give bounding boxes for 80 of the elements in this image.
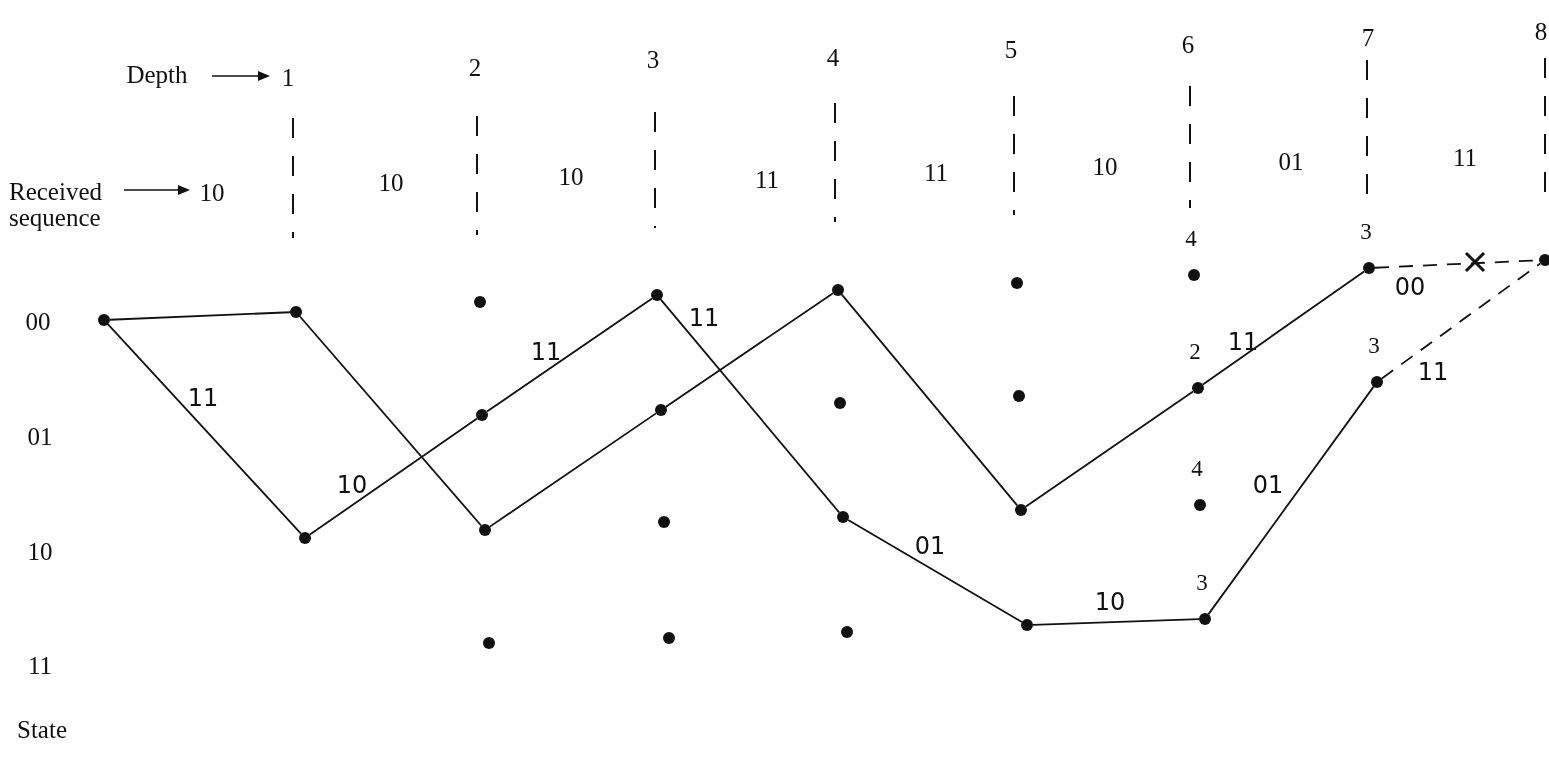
trellis-dot <box>290 306 302 318</box>
trellis-dot <box>1199 613 1211 625</box>
trellis-dot <box>837 511 849 523</box>
trellis-dot <box>479 524 491 536</box>
edge-label: 11 <box>688 304 720 332</box>
trellis-branch <box>299 315 482 527</box>
edge-label: 01 <box>914 532 946 560</box>
trellis-branch <box>309 417 478 536</box>
trellis-dot <box>834 397 846 409</box>
depth-number: 8 <box>1534 18 1548 46</box>
depth-number: 1 <box>281 64 295 92</box>
trellis-dot <box>651 289 663 301</box>
edge-label: 11 <box>1227 328 1259 356</box>
axis-caption: Received sequence <box>9 178 103 232</box>
trellis-dot <box>1021 619 1033 631</box>
trellis-branch <box>109 311 291 321</box>
depth-number: 3 <box>646 46 660 74</box>
trellis-dot <box>476 409 488 421</box>
state-label: 11 <box>27 652 53 680</box>
path-metric: 4 <box>1185 226 1197 252</box>
trellis-dot <box>1188 269 1200 281</box>
path-metric: 4 <box>1191 456 1203 482</box>
trellis-dot <box>841 626 853 638</box>
path-metric: 3 <box>1196 570 1208 596</box>
trellis-branch <box>489 412 657 528</box>
axis-caption: State <box>17 716 67 744</box>
depth-number: 5 <box>1004 36 1018 64</box>
trellis-branch <box>107 323 302 535</box>
trellis-dot <box>1363 262 1375 274</box>
trellis-branch <box>840 293 1019 507</box>
received-symbol: 01 <box>1278 148 1304 176</box>
trellis-branch <box>665 292 834 408</box>
trellis-branch <box>1032 618 1200 626</box>
edge-label: 01 <box>1252 471 1284 499</box>
trellis-branch <box>847 519 1023 623</box>
received-symbol: 11 <box>923 159 949 187</box>
edge-label: 11 <box>1417 358 1449 386</box>
trellis-dot <box>483 637 495 649</box>
trellis-dot <box>299 532 311 544</box>
received-symbol: 10 <box>378 169 404 197</box>
path-metric: 2 <box>1189 339 1201 365</box>
depth-number: 4 <box>826 44 840 72</box>
received-symbol: 11 <box>1452 144 1478 172</box>
trellis-dot <box>658 516 670 528</box>
received-symbol: 10 <box>1092 153 1118 181</box>
trellis-dot <box>1539 254 1549 266</box>
trellis-dot <box>474 296 486 308</box>
state-label: 01 <box>27 423 53 451</box>
edge-label: 11 <box>187 384 219 412</box>
trellis-branch <box>1207 385 1375 616</box>
depth-number: 7 <box>1361 24 1375 52</box>
trellis-dot <box>832 284 844 296</box>
trellis-branch <box>1025 390 1194 508</box>
path-metric: 3 <box>1360 219 1372 245</box>
trellis-dot <box>663 632 675 644</box>
trellis-branch <box>486 297 653 413</box>
state-label: 10 <box>27 538 53 566</box>
edge-label: 00 <box>1394 273 1426 301</box>
edge-label: 10 <box>336 471 368 499</box>
trellis-dot <box>1013 390 1025 402</box>
axis-caption: Depth <box>126 61 188 89</box>
trellis-dot <box>1371 376 1383 388</box>
state-label: 00 <box>25 308 51 336</box>
trellis-dot <box>1192 382 1204 394</box>
trellis-dot <box>1015 504 1027 516</box>
received-symbol: 10 <box>558 163 584 191</box>
trellis-branch <box>1202 270 1365 386</box>
dashed-branch <box>1380 262 1542 380</box>
received-symbol: 11 <box>754 166 780 194</box>
path-metric: 3 <box>1368 333 1380 359</box>
depth-number: 6 <box>1181 31 1195 59</box>
trellis-dot <box>1194 499 1206 511</box>
trellis-dot <box>98 314 110 326</box>
trellis-dot <box>655 404 667 416</box>
edge-label: 11 <box>530 338 562 366</box>
depth-number: 2 <box>468 54 482 82</box>
edge-label: 10 <box>1094 588 1126 616</box>
trellis-branch <box>659 298 841 514</box>
received-symbol: 10 <box>199 179 225 207</box>
trellis-dot <box>1011 277 1023 289</box>
